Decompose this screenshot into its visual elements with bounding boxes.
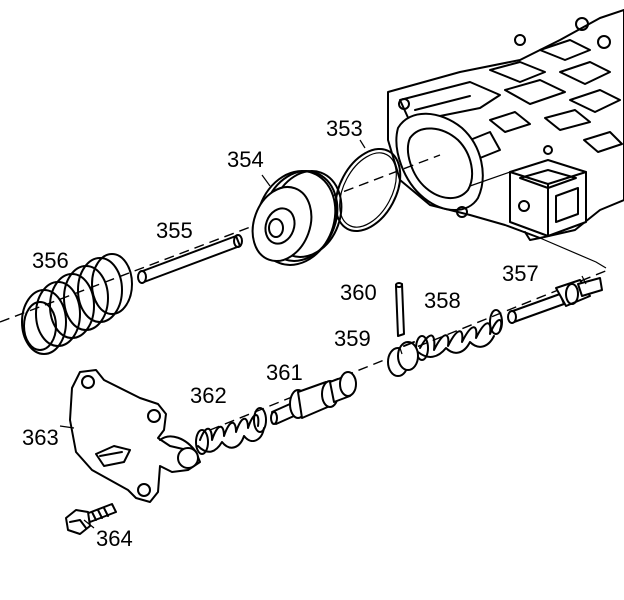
callout-355: 355	[156, 218, 193, 243]
callout-358: 358	[424, 288, 461, 313]
piston-354	[251, 170, 343, 266]
valve-body-housing	[387, 9, 624, 241]
bolt-364	[65, 503, 117, 535]
valve-361	[270, 371, 357, 425]
callout-364: 364	[96, 526, 133, 551]
spring-356	[21, 253, 133, 355]
leader-lines	[59, 139, 587, 529]
callout-362: 362	[190, 383, 227, 408]
spring-362	[195, 407, 267, 455]
callout-359: 359	[334, 326, 371, 351]
spring-358	[415, 309, 503, 361]
callout-357: 357	[502, 261, 539, 286]
callout-356: 356	[32, 248, 69, 273]
pin-355	[137, 234, 243, 284]
seal-ring-353	[334, 147, 402, 233]
callout-361: 361	[266, 360, 303, 385]
pin-360	[395, 282, 405, 337]
callout-354: 354	[227, 147, 264, 172]
callout-353: 353	[326, 116, 363, 141]
valve-357	[507, 277, 603, 324]
retainer-359	[387, 341, 419, 377]
callout-363: 363	[22, 425, 59, 450]
callout-360: 360	[340, 280, 377, 305]
cover-363	[69, 369, 201, 503]
